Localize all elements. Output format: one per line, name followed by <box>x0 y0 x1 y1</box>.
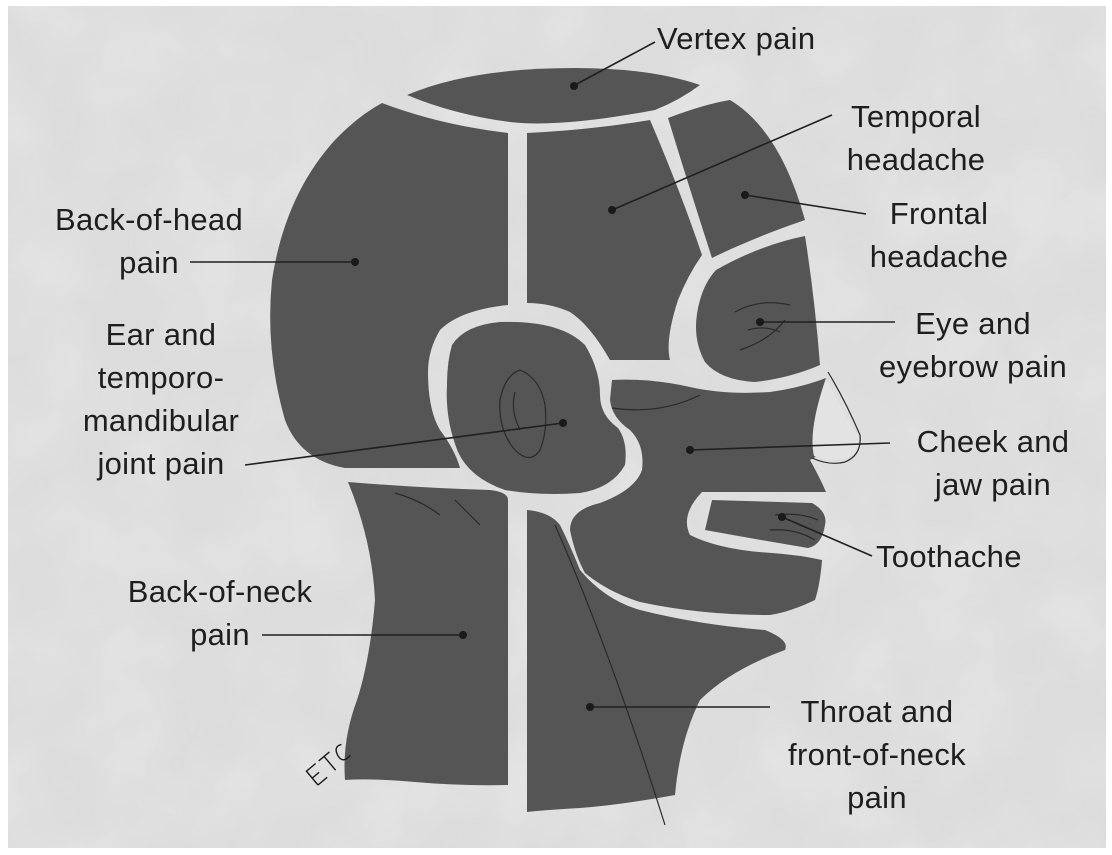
region-vertex <box>407 68 700 124</box>
region-back-of-neck <box>345 482 509 785</box>
dot-vertex <box>570 82 578 90</box>
label-eye-and-eyebrow-pain: Eye and eyebrow pain <box>842 302 1104 388</box>
dot-back-of-head <box>351 258 359 266</box>
dot-temporal <box>608 206 616 214</box>
label-throat-and-front-of-neck-pain: Throat and front-of-neck pain <box>752 690 1002 819</box>
label-ear-and-tmj-pain: Ear and temporo- mandibular joint pain <box>62 313 260 485</box>
label-back-of-head-pain: Back-of-head pain <box>18 198 280 284</box>
region-toothache <box>705 500 825 548</box>
region-cheek <box>570 378 850 615</box>
dot-cheek <box>686 446 694 454</box>
region-temporal <box>527 120 702 360</box>
label-back-of-neck-pain: Back-of-neck pain <box>86 570 354 656</box>
dot-throat <box>586 703 594 711</box>
region-ear <box>447 322 626 494</box>
dot-toothache <box>778 513 786 521</box>
dot-eye <box>756 318 764 326</box>
label-cheek-and-jaw-pain: Cheek and jaw pain <box>880 420 1106 506</box>
dot-frontal <box>741 191 749 199</box>
label-frontal-headache: Frontal headache <box>840 192 1038 278</box>
label-temporal-headache: Temporal headache <box>820 95 1012 181</box>
region-eye <box>696 236 820 382</box>
dot-ear <box>559 419 567 427</box>
label-vertex-pain: Vertex pain <box>657 17 815 60</box>
label-toothache: Toothache <box>876 535 1022 578</box>
dot-back-of-neck <box>459 631 467 639</box>
